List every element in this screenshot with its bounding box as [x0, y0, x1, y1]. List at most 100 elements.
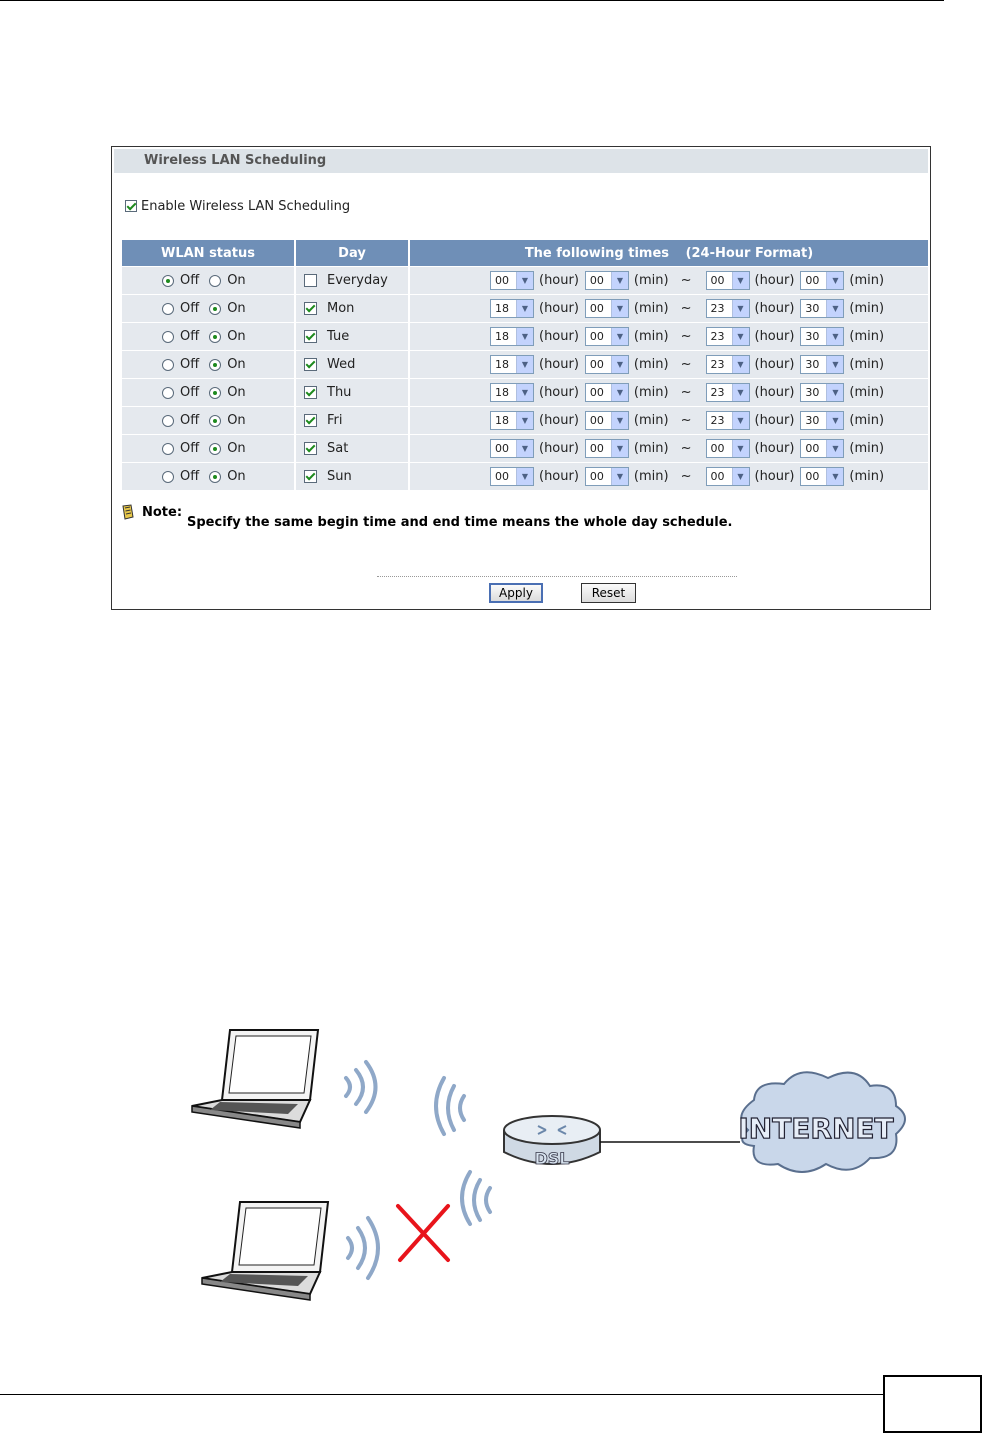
start-min-select[interactable]: 00 ▼	[584, 383, 629, 402]
chevron-down-icon[interactable]: ▼	[826, 300, 844, 317]
chevron-down-icon[interactable]: ▼	[516, 356, 533, 373]
chevron-down-icon[interactable]: ▼	[731, 356, 749, 373]
off-radio[interactable]	[162, 302, 174, 315]
off-radio[interactable]	[162, 470, 174, 483]
start-hour-select[interactable]: 00 ▼	[490, 439, 534, 458]
table-row: Off On Wed 18 ▼ (hour) 00 ▼ (min) ~	[122, 351, 928, 378]
end-min-select[interactable]: 30 ▼	[800, 355, 845, 374]
on-radio[interactable]	[209, 330, 222, 343]
chevron-down-icon[interactable]: ▼	[826, 468, 844, 485]
chevron-down-icon[interactable]: ▼	[610, 440, 628, 457]
on-radio[interactable]	[209, 442, 222, 455]
chevron-down-icon[interactable]: ▼	[731, 272, 749, 289]
day-checkbox[interactable]	[304, 442, 317, 455]
off-radio[interactable]	[162, 358, 174, 371]
end-min-select[interactable]: 30 ▼	[800, 299, 845, 318]
day-checkbox[interactable]	[304, 302, 317, 315]
chevron-down-icon[interactable]: ▼	[731, 468, 749, 485]
chevron-down-icon[interactable]: ▼	[516, 440, 533, 457]
end-hour-select[interactable]: 23 ▼	[705, 299, 750, 318]
day-label: Sun	[327, 469, 352, 484]
start-hour-select[interactable]: 00 ▼	[490, 467, 534, 486]
end-hour-select[interactable]: 00 ▼	[705, 271, 750, 290]
day-label: Thu	[327, 385, 352, 400]
day-checkbox[interactable]	[304, 358, 317, 371]
enable-scheduling-checkbox[interactable]	[125, 200, 137, 212]
router-icon: DSL	[503, 1115, 601, 1168]
start-min-select[interactable]: 00 ▼	[584, 299, 629, 318]
chevron-down-icon[interactable]: ▼	[610, 328, 628, 345]
off-radio[interactable]	[162, 386, 174, 399]
chevron-down-icon[interactable]: ▼	[610, 384, 628, 401]
start-hour-select[interactable]: 18 ▼	[490, 411, 534, 430]
start-hour-select[interactable]: 18 ▼	[490, 299, 534, 318]
chevron-down-icon[interactable]: ▼	[731, 300, 749, 317]
wireless-signal-icon	[346, 1216, 380, 1280]
off-radio[interactable]	[162, 442, 174, 455]
end-hour-select[interactable]: 23 ▼	[705, 383, 750, 402]
chevron-down-icon[interactable]: ▼	[826, 412, 844, 429]
on-radio[interactable]	[209, 358, 222, 371]
start-hour-select[interactable]: 18 ▼	[490, 355, 534, 374]
start-min-select[interactable]: 00 ▼	[584, 327, 629, 346]
off-radio[interactable]	[162, 330, 174, 343]
chevron-down-icon[interactable]: ▼	[610, 468, 628, 485]
start-min-select[interactable]: 00 ▼	[584, 411, 629, 430]
apply-button[interactable]: Apply	[489, 583, 543, 603]
end-hour-select[interactable]: 00 ▼	[705, 439, 750, 458]
on-radio[interactable]	[209, 386, 222, 399]
end-min-select[interactable]: 30 ▼	[800, 383, 845, 402]
on-radio[interactable]	[209, 414, 222, 427]
day-checkbox[interactable]	[304, 330, 317, 343]
off-radio[interactable]	[162, 274, 174, 287]
chevron-down-icon[interactable]: ▼	[516, 384, 533, 401]
day-cell: Sat	[296, 435, 408, 462]
day-checkbox[interactable]	[304, 470, 317, 483]
chevron-down-icon[interactable]: ▼	[731, 384, 749, 401]
start-min-select[interactable]: 00 ▼	[584, 467, 629, 486]
chevron-down-icon[interactable]: ▼	[826, 272, 844, 289]
day-checkbox[interactable]	[304, 414, 317, 427]
chevron-down-icon[interactable]: ▼	[610, 412, 628, 429]
reset-button[interactable]: Reset	[581, 583, 636, 603]
end-hour-select[interactable]: 00 ▼	[705, 467, 750, 486]
chevron-down-icon[interactable]: ▼	[516, 328, 533, 345]
on-radio[interactable]	[209, 274, 222, 287]
start-hour-select[interactable]: 00 ▼	[490, 271, 534, 290]
day-checkbox[interactable]	[304, 274, 317, 287]
chevron-down-icon[interactable]: ▼	[826, 440, 844, 457]
chevron-down-icon[interactable]: ▼	[516, 272, 533, 289]
end-min-select[interactable]: 00 ▼	[800, 271, 845, 290]
day-checkbox[interactable]	[304, 386, 317, 399]
on-radio[interactable]	[209, 470, 222, 483]
end-min-select[interactable]: 00 ▼	[800, 467, 845, 486]
chevron-down-icon[interactable]: ▼	[826, 328, 844, 345]
start-min-select[interactable]: 00 ▼	[584, 439, 629, 458]
off-radio[interactable]	[162, 414, 174, 427]
on-radio[interactable]	[209, 302, 222, 315]
end-hour-select[interactable]: 23 ▼	[705, 411, 750, 430]
end-hour-select[interactable]: 23 ▼	[705, 355, 750, 374]
end-min-select[interactable]: 30 ▼	[800, 411, 845, 430]
chevron-down-icon[interactable]: ▼	[731, 440, 749, 457]
start-min-select[interactable]: 00 ▼	[584, 271, 629, 290]
end-hour-select[interactable]: 23 ▼	[705, 327, 750, 346]
chevron-down-icon[interactable]: ▼	[516, 412, 533, 429]
start-hour-select[interactable]: 18 ▼	[490, 383, 534, 402]
chevron-down-icon[interactable]: ▼	[731, 412, 749, 429]
chevron-down-icon[interactable]: ▼	[610, 300, 628, 317]
min-unit: (min)	[633, 301, 669, 316]
chevron-down-icon[interactable]: ▼	[516, 468, 533, 485]
chevron-down-icon[interactable]: ▼	[731, 328, 749, 345]
top-rule	[0, 0, 944, 1]
end-min-select[interactable]: 00 ▼	[800, 439, 845, 458]
start-hour-select[interactable]: 18 ▼	[490, 327, 534, 346]
start-min-select[interactable]: 00 ▼	[584, 355, 629, 374]
chevron-down-icon[interactable]: ▼	[516, 300, 533, 317]
times-cell: 18 ▼ (hour) 00 ▼ (min) ~ 23 ▼ (hour) 30 …	[410, 407, 928, 434]
end-min-select[interactable]: 30 ▼	[800, 327, 845, 346]
chevron-down-icon[interactable]: ▼	[610, 272, 628, 289]
chevron-down-icon[interactable]: ▼	[826, 384, 844, 401]
chevron-down-icon[interactable]: ▼	[610, 356, 628, 373]
chevron-down-icon[interactable]: ▼	[826, 356, 844, 373]
